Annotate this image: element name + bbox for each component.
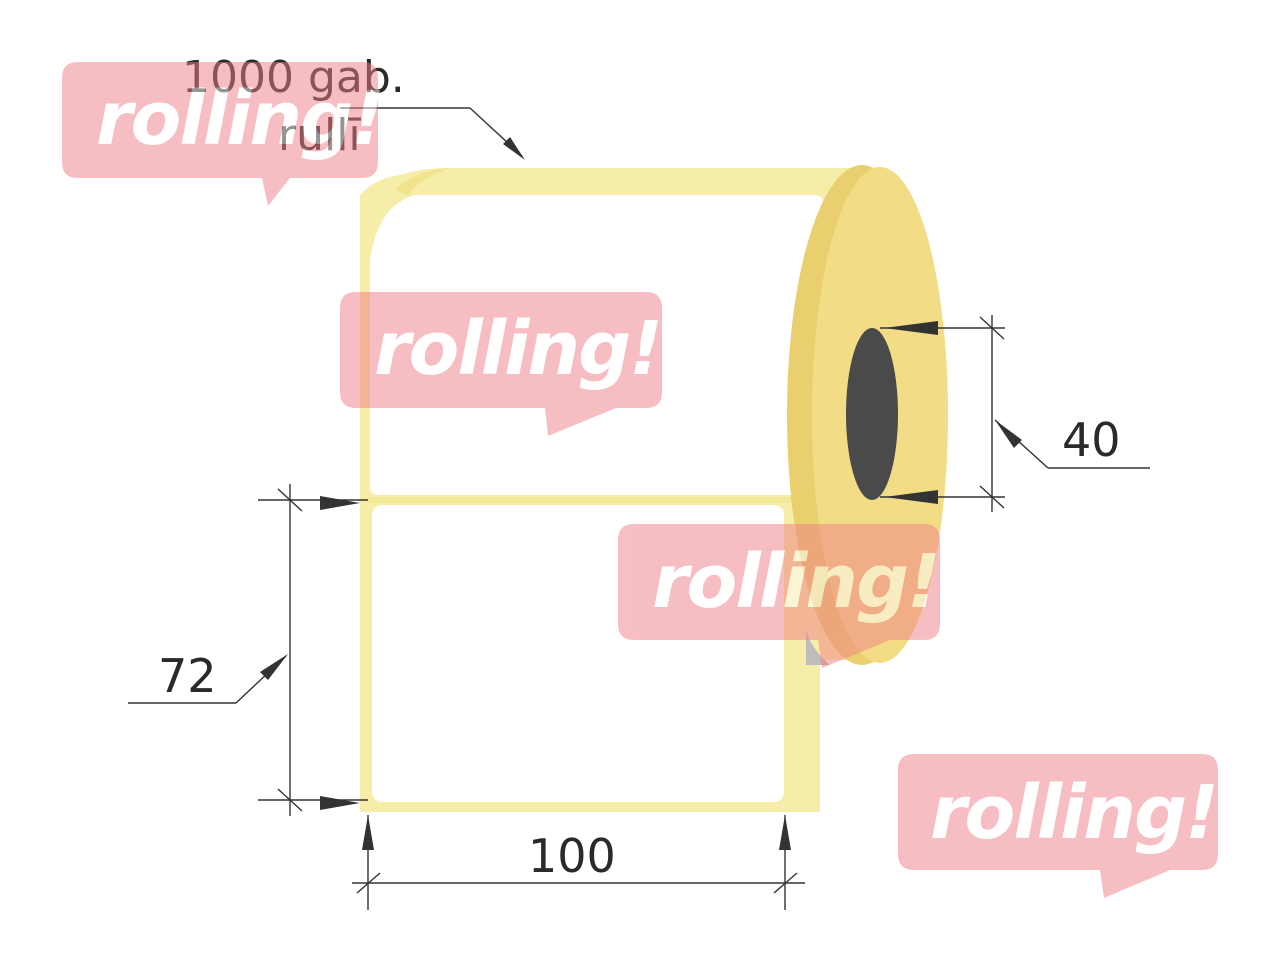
width-dimension: 100: [528, 829, 616, 883]
watermark-1: rolling!: [62, 62, 385, 206]
arrow-height-top: [320, 496, 360, 510]
core-dimension: 40: [1062, 413, 1121, 467]
arrow-core-leader: [995, 420, 1022, 448]
arrow-width-right: [779, 815, 791, 850]
dimension-arrows: [260, 137, 1022, 850]
roll-fold: [806, 630, 830, 665]
watermark-text: rolling!: [96, 76, 383, 162]
height-dimension: 72: [158, 649, 217, 703]
label-roll: [360, 165, 948, 812]
label-curl: [395, 168, 450, 195]
arrow-core-top: [884, 321, 938, 335]
watermark-2: rolling!: [340, 292, 663, 436]
watermark-text: rolling!: [652, 539, 939, 625]
arrow-core-bottom: [884, 490, 938, 504]
arrow-quantity: [503, 137, 525, 160]
arrow-width-left: [362, 815, 374, 850]
watermark-3: rolling!: [618, 524, 941, 668]
watermark-text: rolling!: [374, 306, 661, 392]
watermark-text: rolling!: [930, 770, 1217, 856]
arrow-height-bottom: [320, 796, 360, 810]
watermark-4: rolling!: [898, 754, 1219, 898]
core-hole: [846, 328, 898, 500]
arrow-height-leader: [260, 654, 288, 680]
